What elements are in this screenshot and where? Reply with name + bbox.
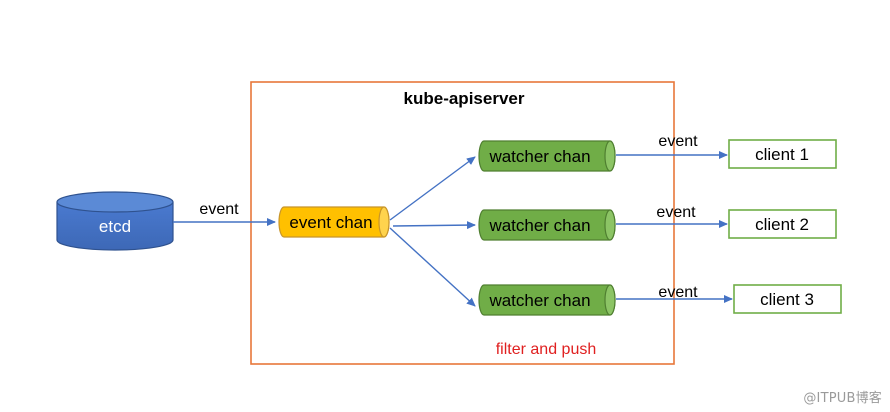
- client-node-1: client 1: [728, 139, 837, 169]
- filter-and-push-note: filter and push: [496, 341, 597, 358]
- edge-event-chan-to-watcher-3: [389, 227, 476, 307]
- client-node-2: client 2: [728, 209, 837, 239]
- client-node-3: client 3: [733, 284, 842, 314]
- watcher-chan-label-2: watcher chan: [488, 216, 590, 235]
- watcher-chan-label-3: watcher chan: [488, 291, 590, 310]
- client-label-3: client 3: [760, 290, 814, 309]
- etcd-node: etcd: [56, 191, 174, 251]
- edge-event-chan-to-watcher-1: [389, 156, 476, 221]
- watermark: @ITPUB博客: [803, 391, 882, 406]
- watcher-chan-node-3: watcher chan: [478, 284, 616, 316]
- edge-event-chan-to-watcher-2: [392, 221, 476, 230]
- watcher-chan-label-1: watcher chan: [488, 147, 590, 166]
- watcher-chan-node-1: watcher chan: [478, 140, 616, 172]
- edge-label-client-1: event: [658, 133, 698, 150]
- apiserver-title: kube-apiserver: [404, 89, 525, 108]
- event-chan-node: event chan: [278, 206, 390, 238]
- client-label-1: client 1: [755, 145, 809, 164]
- edge-label-client-3: event: [658, 284, 698, 301]
- apiserver-frame: [250, 81, 675, 365]
- etcd-label: etcd: [99, 217, 131, 236]
- event-chan-label: event chan: [289, 213, 372, 232]
- edge-label-client-2: event: [656, 204, 696, 221]
- edge-label-etcd-event: event: [199, 201, 239, 218]
- client-label-2: client 2: [755, 215, 809, 234]
- watcher-chan-node-2: watcher chan: [478, 209, 616, 241]
